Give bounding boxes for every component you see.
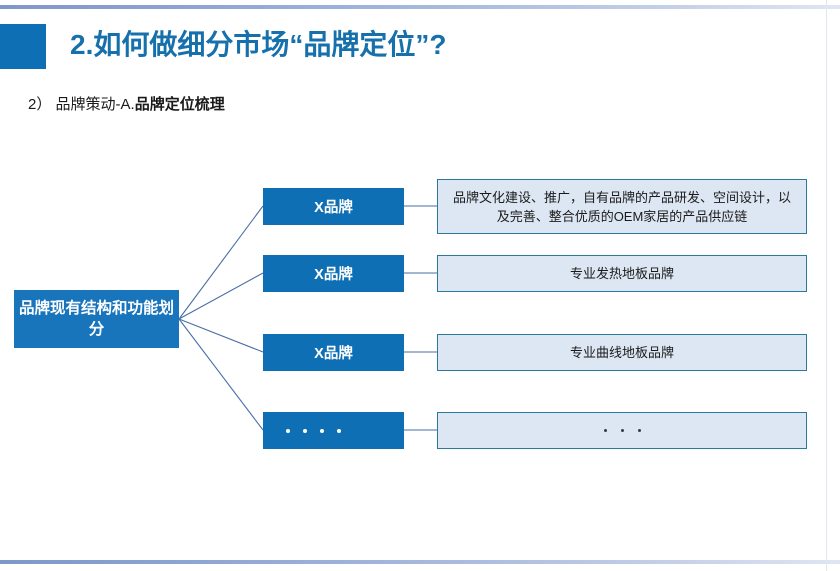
dot <box>637 429 641 432</box>
dot <box>620 429 624 432</box>
page-title: 2.如何做细分市场“品牌定位”? <box>70 29 447 60</box>
page-right-edge <box>826 0 827 571</box>
brand-structure-diagram: 品牌现有结构和功能划分 X品牌 品牌文化建设、推广，自有品牌的产品研发、空间设计… <box>0 160 840 480</box>
top-accent-rule <box>0 5 840 9</box>
description-node-4-placeholder[interactable] <box>437 412 807 449</box>
brand-node-2[interactable]: X品牌 <box>263 255 404 292</box>
root-node[interactable]: 品牌现有结构和功能划分 <box>14 290 179 348</box>
brand-node-1[interactable]: X品牌 <box>263 188 404 225</box>
brand-placeholder-dots <box>286 428 341 433</box>
dot <box>337 428 341 433</box>
description-node-3[interactable]: 专业曲线地板品牌 <box>437 334 807 371</box>
brand-node-4-placeholder[interactable] <box>263 412 404 449</box>
subtitle: 2） 品牌策动-A.品牌定位梳理 <box>28 94 225 116</box>
description-node-2[interactable]: 专业发热地板品牌 <box>437 255 807 292</box>
subtitle-bold-text: 品牌定位梳理 <box>134 96 225 113</box>
connector-lines <box>178 205 437 431</box>
title-accent-block <box>0 24 46 69</box>
brand-node-3[interactable]: X品牌 <box>263 334 404 371</box>
dot <box>320 428 324 433</box>
description-node-1[interactable]: 品牌文化建设、推广，自有品牌的产品研发、空间设计，以及完善、整合优质的OEM家居… <box>437 179 807 234</box>
bottom-accent-rule <box>0 560 840 564</box>
dot <box>286 428 290 433</box>
dot <box>303 428 307 433</box>
subtitle-light-text: 品牌策动-A. <box>51 96 135 113</box>
description-placeholder-dots <box>603 429 641 432</box>
dot <box>603 429 607 432</box>
subtitle-number: 2） <box>28 96 52 113</box>
